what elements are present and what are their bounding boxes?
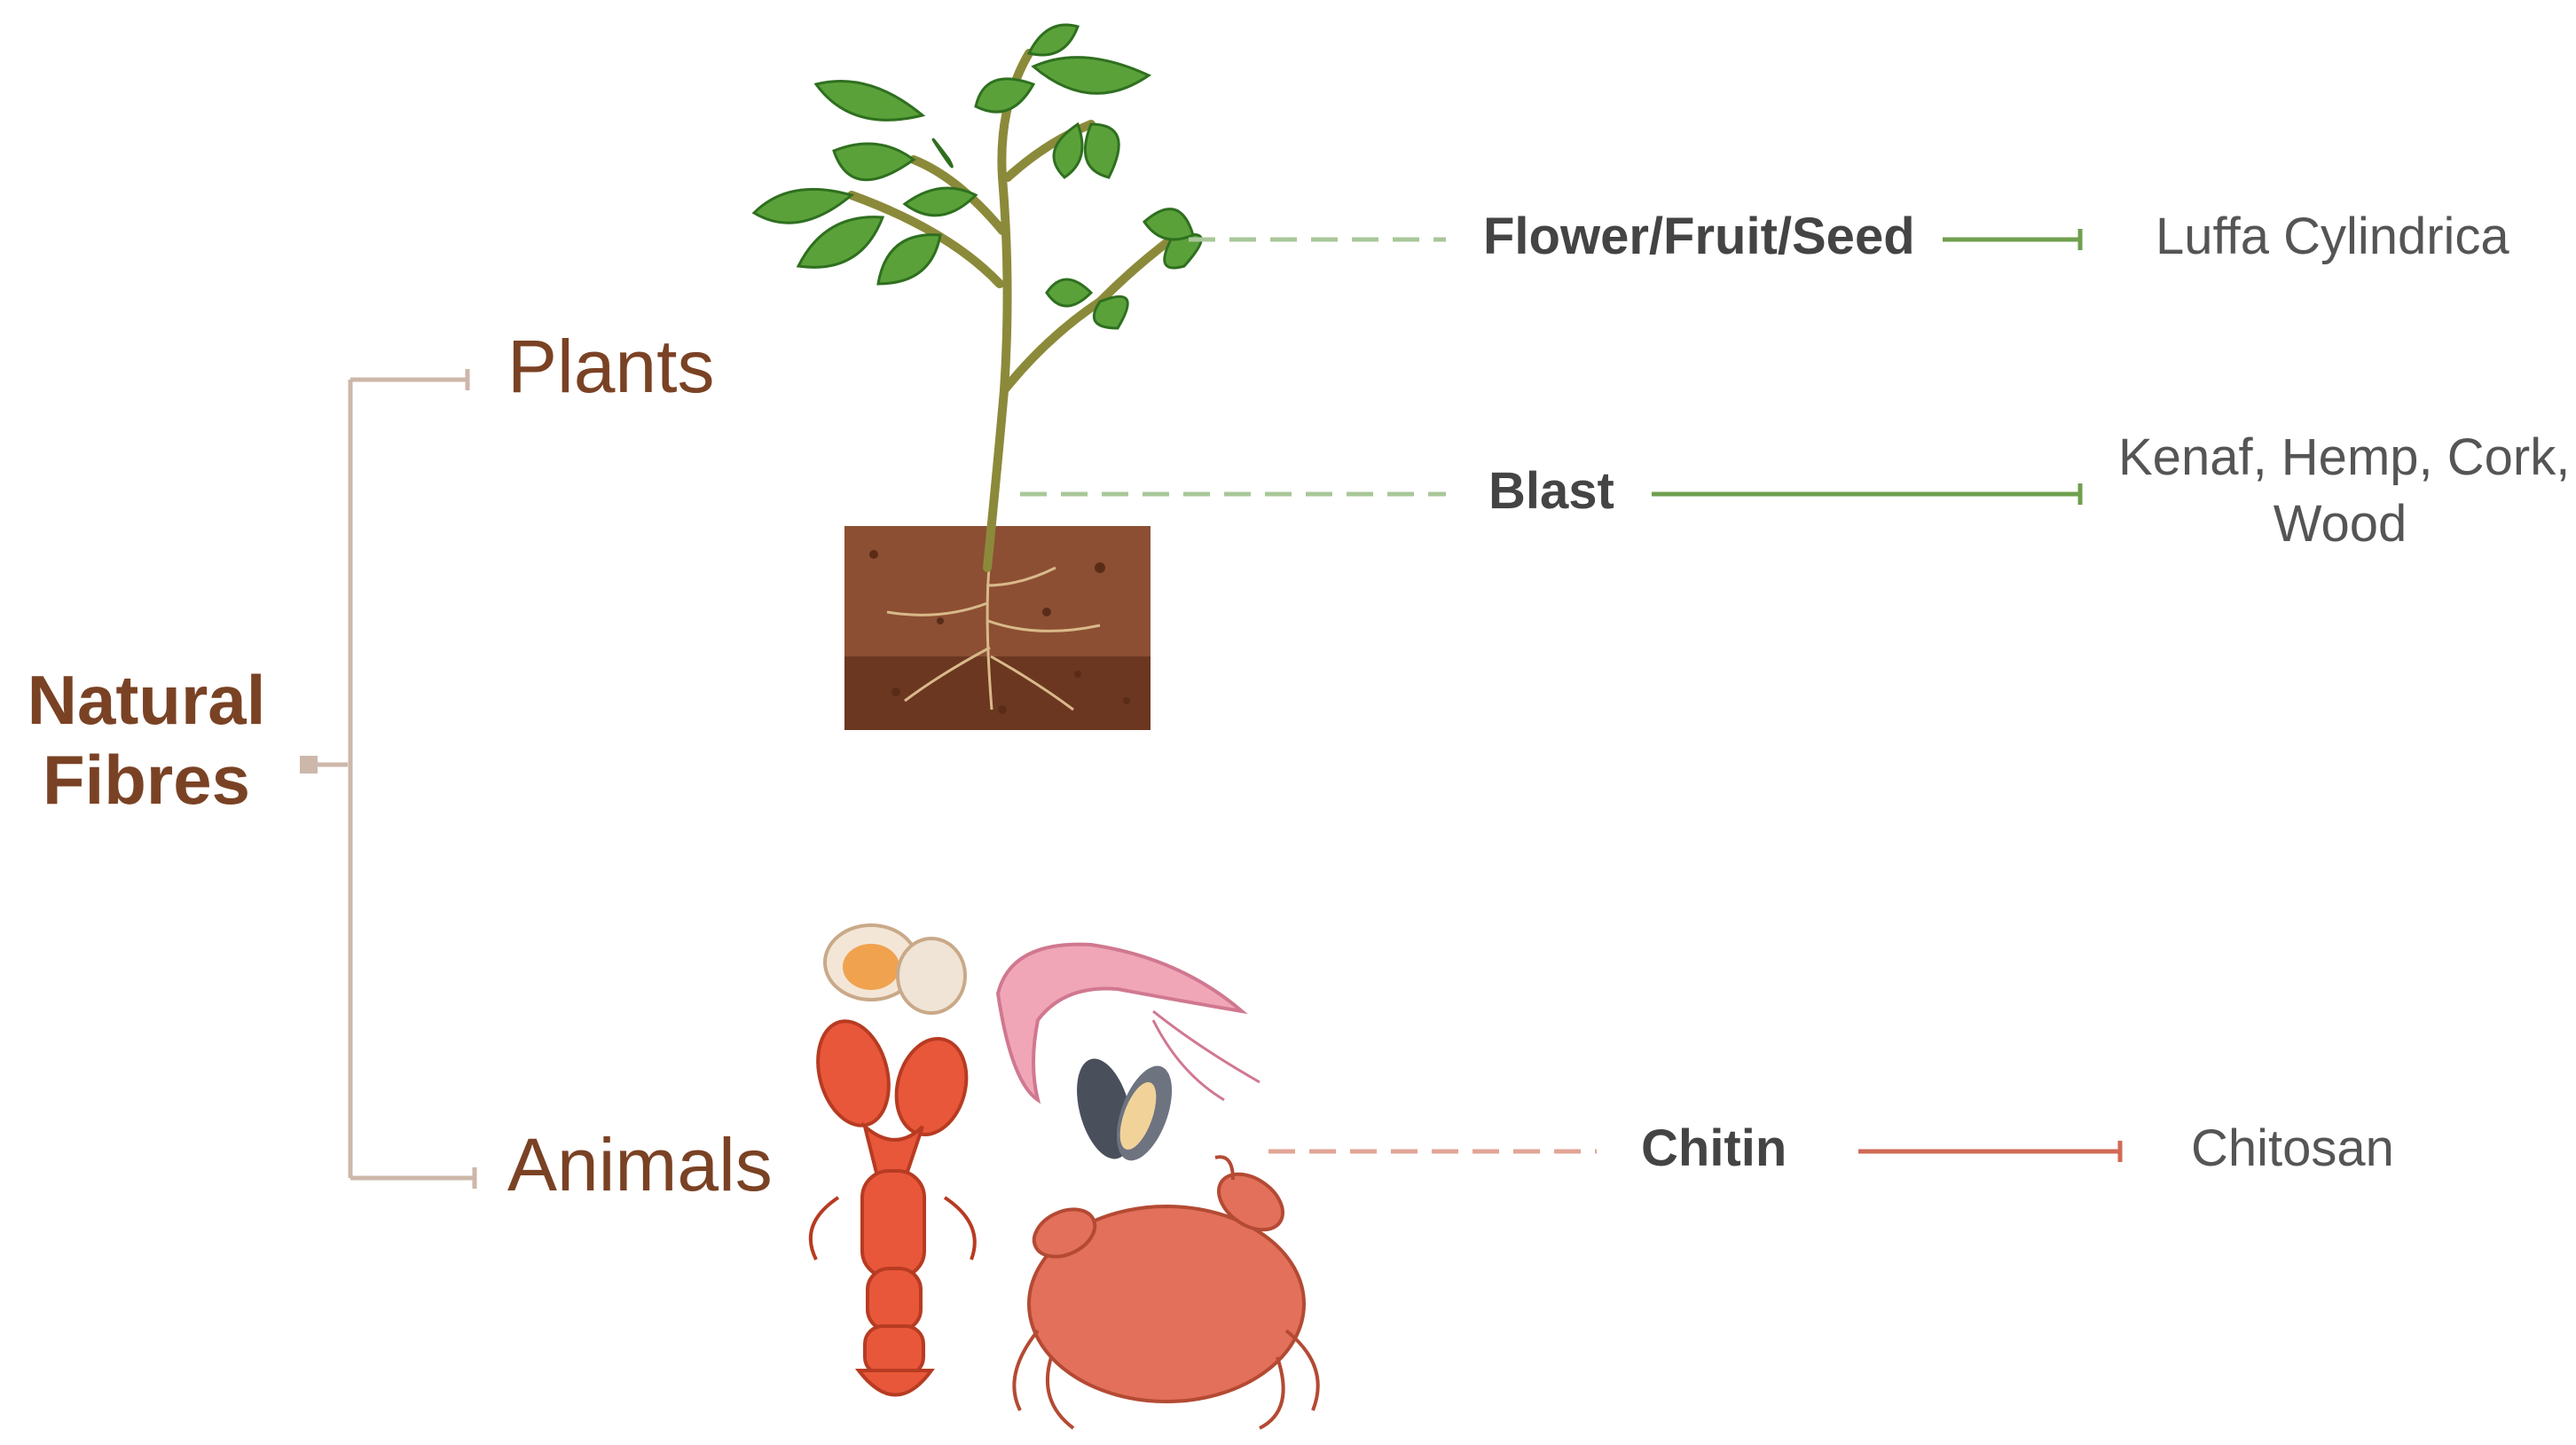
connector-chitin: [1268, 1141, 2123, 1162]
scallop-icon: [823, 923, 967, 1015]
example-luffa-cylindrica: Luffa Cylindrica: [2156, 208, 2509, 265]
source-label-blast: Blast: [1488, 462, 1614, 520]
example-chitosan: Chitosan: [2191, 1119, 2394, 1177]
root-node-marker: [300, 756, 318, 774]
lobster-icon: [808, 1019, 977, 1397]
tree-connector: [309, 369, 477, 1189]
root-label-line2: Fibres: [42, 740, 251, 819]
seafood-shellfish-icon: [808, 923, 1320, 1430]
crab-icon: [1012, 1155, 1320, 1430]
branch-label-plants: Plants: [507, 325, 715, 408]
example-blast-line1: Kenaf, Hemp, Cork,: [2118, 428, 2571, 486]
example-blast-line2: Wood: [2273, 494, 2407, 553]
plant-in-soil-icon: [751, 23, 1203, 730]
source-label-chitin: Chitin: [1641, 1119, 1787, 1177]
shrimp-icon: [995, 942, 1261, 1104]
root-label-line1: Natural: [27, 661, 266, 739]
branch-label-animals: Animals: [507, 1123, 773, 1206]
connector-blast: [1020, 483, 2083, 505]
example-blast-fibres: Kenaf, Hemp, Cork, Wood: [2118, 428, 2571, 554]
mussel-icon: [1077, 1058, 1173, 1161]
root-label: Natural Fibres: [0, 661, 293, 820]
source-label-flower-fruit-seed: Flower/Fruit/Seed: [1483, 208, 1915, 265]
connector-flower-fruit-seed: [1189, 229, 2083, 250]
